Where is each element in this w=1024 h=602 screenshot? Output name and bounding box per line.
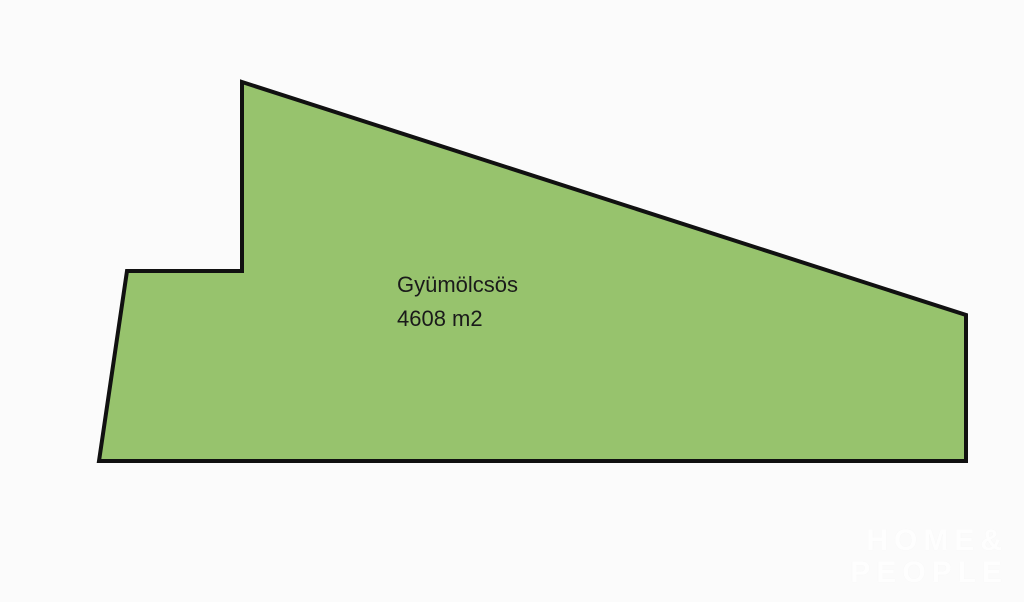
parcel-name-label: Gyümölcsös <box>397 272 519 297</box>
parcel-polygon[interactable] <box>96 79 968 463</box>
watermark-line-1: HOME& <box>866 524 1008 557</box>
watermark-line-2: PEOPLE <box>850 555 1008 589</box>
brand-watermark: HOME& PEOPLE <box>850 525 1008 588</box>
parcel-area-label: 4608 m2 <box>397 306 483 331</box>
